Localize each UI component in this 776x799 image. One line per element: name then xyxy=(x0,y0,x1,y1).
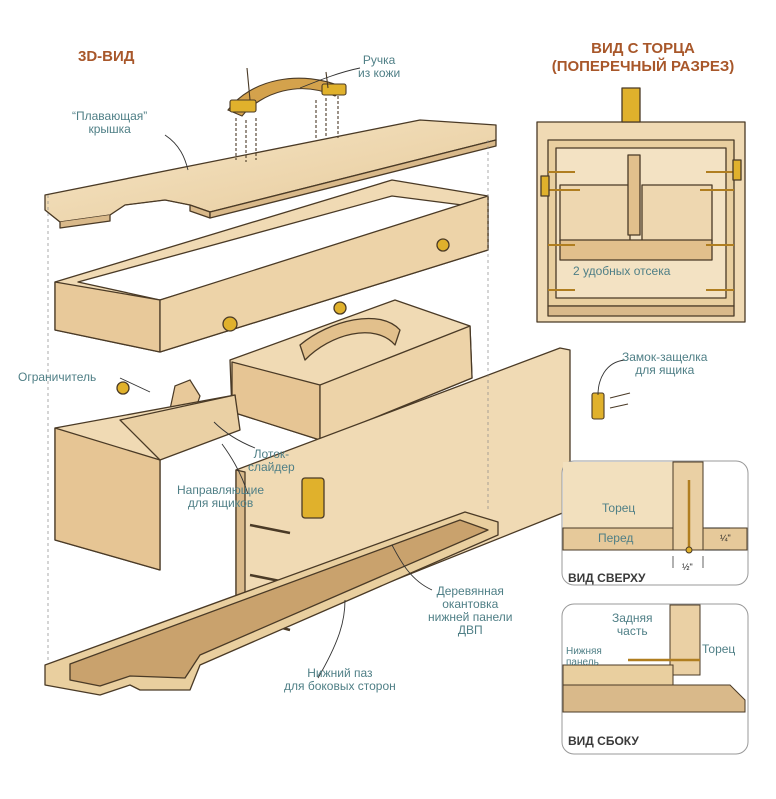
trim-label-line4: ДВП xyxy=(457,623,483,637)
latch-label-line1: Замок-защелка xyxy=(622,350,708,364)
trim-label: Деревянная окантовка нижней панели ДВП xyxy=(428,585,512,637)
side-view-title: ВИД СБОКУ xyxy=(568,734,639,748)
upper-frame xyxy=(54,179,489,353)
trim-label-line3: нижней панели xyxy=(428,610,513,624)
handle-label-line1: Ручка xyxy=(362,53,396,67)
tray-label-line1: Лоток- xyxy=(253,447,290,461)
compartments-label: 2 удобных отсека xyxy=(570,264,674,279)
guides-label-line1: Направляющие xyxy=(177,483,265,497)
end-view-title: ВИД С ТОРЦА (ПОПЕРЕЧНЫЙ РАЗРЕЗ) xyxy=(524,40,762,76)
side-view-back-label: Задняя часть xyxy=(612,612,653,638)
top-view-title: ВИД СВЕРХУ xyxy=(568,571,646,585)
lid-label: “Плавающая” крышка xyxy=(72,110,147,136)
dim-half: ½" xyxy=(682,562,693,572)
view-3d-title: 3D-ВИД xyxy=(78,48,135,65)
end-view-title-line2: (ПОПЕРЕЧНЫЙ РАЗРЕЗ) xyxy=(551,58,735,75)
side-view-bottom-label: Нижняя панель xyxy=(566,646,602,668)
lid-label-line1: “Плавающая” xyxy=(72,109,148,123)
leather-handle xyxy=(227,67,347,162)
side-view-back-line2: часть xyxy=(616,624,648,638)
groove-label-line1: Нижний паз xyxy=(307,666,373,680)
top-view-inset xyxy=(561,460,749,586)
bottom-panel xyxy=(44,511,499,696)
handle-label-line2: из кожи xyxy=(358,66,401,80)
stop-label: Ограничитель xyxy=(18,370,97,384)
latch-label-line2: для ящика xyxy=(635,363,695,377)
end-view-section xyxy=(536,87,746,323)
trim-label-line2: окантовка xyxy=(442,597,499,611)
side-view-bottom-line1: Нижняя xyxy=(566,646,602,657)
guides-label-line2: для ящиков xyxy=(187,496,254,510)
groove-label-line2: для боковых сторон xyxy=(284,679,396,693)
groove-label: Нижний паз для боковых сторон xyxy=(284,667,396,693)
side-view-bottom-line2: панель xyxy=(566,657,599,668)
side-view-back-line1: Задняя xyxy=(612,611,653,625)
floating-lid xyxy=(44,119,497,229)
end-view-title-line1: ВИД С ТОРЦА xyxy=(591,40,695,57)
sliding-tray xyxy=(229,299,473,441)
guides-label: Направляющие для ящиков xyxy=(177,484,264,510)
side-view-end-label: Торец xyxy=(702,642,736,656)
tray-label-line2: слайдер xyxy=(248,460,295,474)
dim-quarter: ¼" xyxy=(720,533,731,543)
latch-hardware xyxy=(591,392,631,420)
side-view-inset xyxy=(561,603,749,755)
tray-label: Лоток- слайдер xyxy=(248,448,295,474)
latch-label: Замок-защелка для ящика xyxy=(622,351,707,377)
handle-label: Ручка из кожи xyxy=(358,54,400,80)
lid-label-line2: крышка xyxy=(88,122,131,136)
top-view-end-label: Торец xyxy=(602,501,636,515)
lower-box xyxy=(54,301,347,571)
top-view-front-label: Перед xyxy=(598,531,634,545)
trim-label-line1: Деревянная xyxy=(436,584,504,598)
